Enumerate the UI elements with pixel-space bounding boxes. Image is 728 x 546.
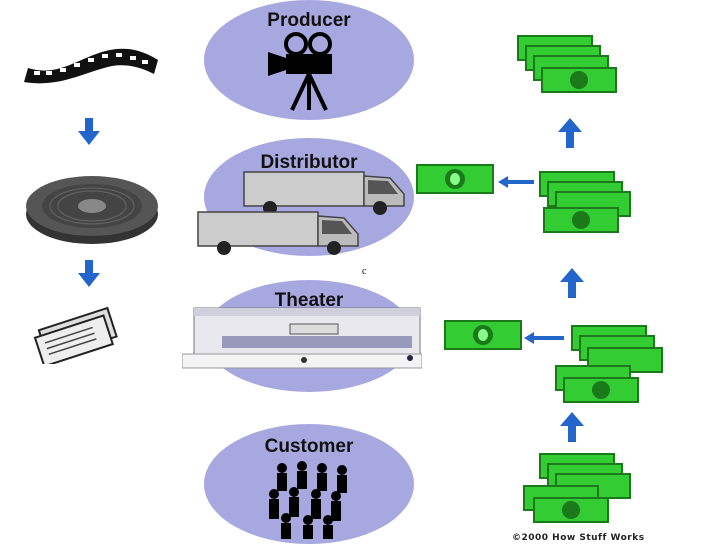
money-stack-icon xyxy=(539,171,631,233)
money-bill-icon xyxy=(444,320,522,350)
up-arrow-icon xyxy=(560,412,584,442)
van-icon xyxy=(243,171,405,215)
producer-label: Producer xyxy=(267,10,351,31)
money-stack-icon xyxy=(517,35,617,93)
money-stack-icon xyxy=(555,325,663,403)
film-strip-icon xyxy=(24,48,158,84)
money-stack-icon xyxy=(523,453,631,523)
tickets-icon xyxy=(33,306,118,364)
left-arrow-icon xyxy=(498,176,534,188)
up-arrow-icon xyxy=(560,268,584,298)
up-arrow-icon xyxy=(558,118,582,148)
down-arrow-icon xyxy=(78,118,100,145)
producer-node: Producer xyxy=(204,0,414,120)
film-reel-icon xyxy=(26,176,158,244)
van-icon xyxy=(197,211,359,255)
down-arrow-icon xyxy=(78,260,100,287)
distributor-label: Distributor xyxy=(260,152,358,173)
theater-label: Theater xyxy=(274,290,344,311)
copyright-credit: ©2000 How Stuff Works xyxy=(512,533,645,543)
left-arrow-icon xyxy=(524,332,564,344)
customer-node: Customer xyxy=(204,424,414,544)
money-bill-icon xyxy=(416,164,494,194)
stray-mark: c xyxy=(362,266,367,277)
customer-label: Customer xyxy=(264,436,354,457)
theater-building-icon xyxy=(182,307,422,369)
crowd-icon xyxy=(269,461,347,539)
movie-camera-icon xyxy=(268,32,332,111)
